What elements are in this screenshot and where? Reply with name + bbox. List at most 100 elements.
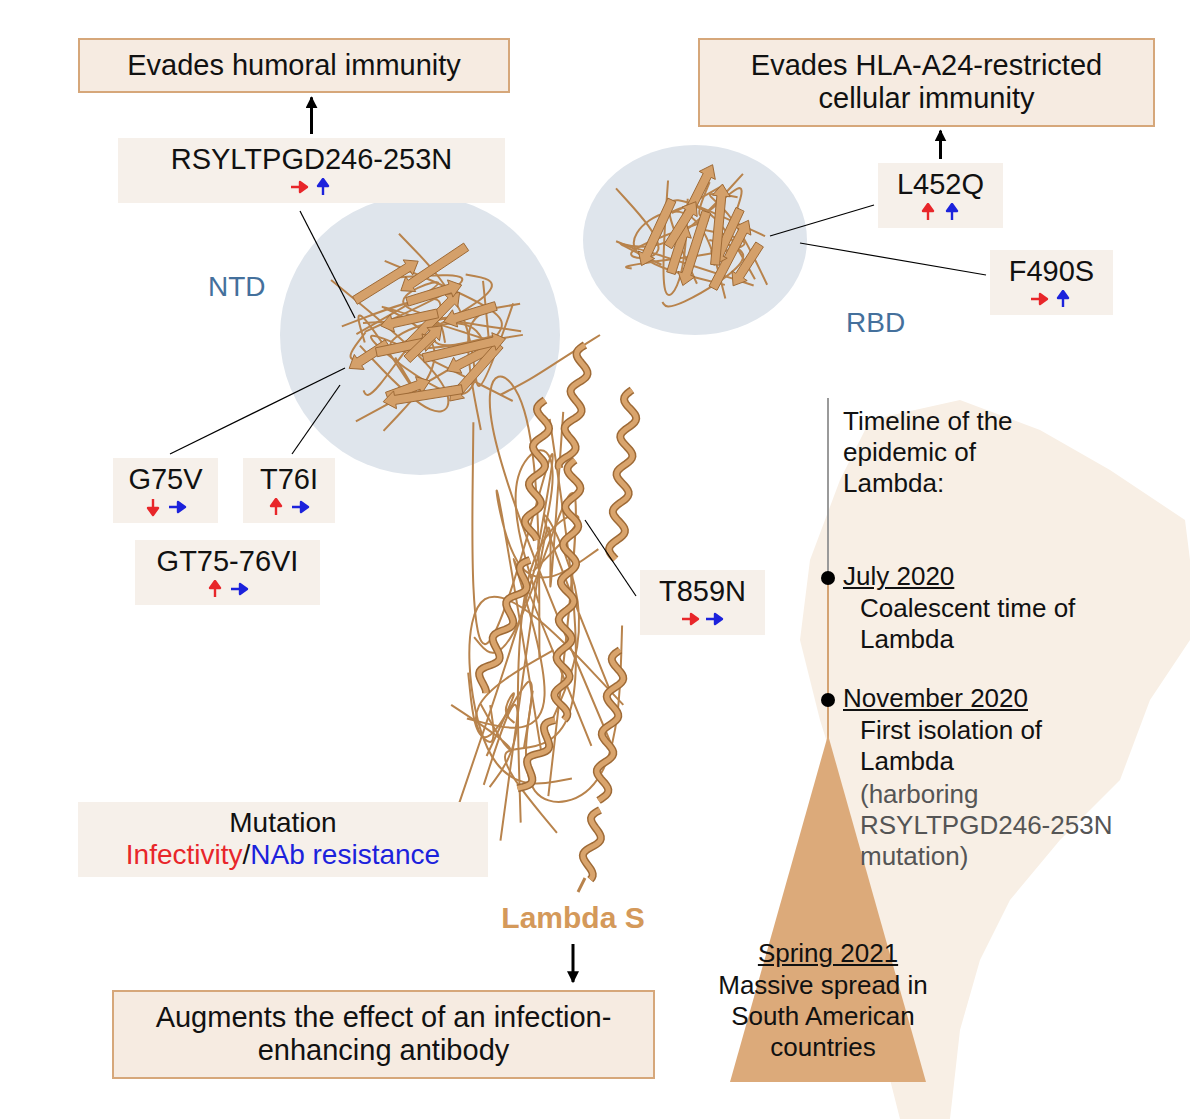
resistance-arrow [1058, 291, 1068, 307]
mutation-name: G75V [123, 463, 208, 496]
protein-loop [468, 673, 532, 749]
mutation-box: G75V [113, 458, 218, 523]
leader-line [170, 368, 345, 454]
alpha-helix [583, 810, 601, 880]
leader-line [770, 205, 874, 236]
infectivity-arrow [271, 499, 281, 515]
protein-loop [451, 704, 510, 749]
mutation-name: F490S [1000, 255, 1103, 288]
alpha-helix [554, 460, 580, 720]
effect-text: Augments the effect of an infection-enha… [130, 1001, 637, 1068]
beta-strand [444, 302, 498, 327]
timeline-event-box: Coalescent time of Lambda [860, 593, 1130, 655]
timeline-event-box: First isolation of Lambda [860, 715, 1090, 777]
beta-strand [664, 202, 697, 249]
infectivity-arrow [210, 581, 220, 597]
protein-label-box: Lambda S [498, 900, 648, 936]
alpha-helix [479, 560, 530, 693]
legend-box: MutationInfectivity/NAb resistance [78, 802, 488, 877]
rbd-region [583, 145, 807, 335]
region-label: RBD [846, 307, 905, 338]
resistance-arrow [318, 179, 328, 195]
trend-arrows [919, 203, 963, 222]
region-label-box: NTD [208, 270, 266, 304]
leader-lines [170, 205, 986, 596]
trend-arrows [267, 498, 311, 517]
alpha-helix [559, 345, 588, 468]
trend-arrows [681, 610, 725, 629]
timeline-dot [821, 571, 835, 585]
timeline-date: Spring 2021 [758, 938, 898, 968]
beta-strand [406, 280, 462, 306]
timeline-event: Massive spread in South American countri… [718, 970, 928, 1062]
legend-row: Infectivity/NAb resistance [88, 839, 478, 871]
mutation-box: RSYLTPGD246-253N [118, 138, 505, 203]
timeline-date: July 2020 [843, 561, 954, 591]
mutation-name: RSYLTPGD246-253N [128, 143, 495, 176]
alpha-helix [583, 810, 601, 880]
beta-strand [383, 385, 463, 409]
alpha-helix [597, 650, 623, 800]
protein-loop [399, 234, 513, 386]
alpha-helix [609, 390, 636, 559]
legend-title: Mutation [88, 807, 478, 839]
infectivity-arrow [291, 182, 307, 192]
timeline-dot [821, 693, 835, 707]
alpha-helix [559, 345, 588, 468]
region-label: NTD [208, 271, 266, 302]
trend-arrows [1030, 290, 1074, 309]
effect-box: Augments the effect of an infection-enha… [112, 990, 655, 1079]
legend-separator: / [243, 839, 251, 870]
effect-box: Evades HLA-A24-restricted cellular immun… [698, 38, 1155, 127]
beta-strand [422, 333, 505, 363]
resistance-arrow [169, 502, 185, 512]
resistance-arrow [706, 614, 722, 624]
alpha-helix [525, 400, 549, 540]
timeline-date-box: July 2020 [843, 561, 954, 592]
beta-strand [638, 198, 676, 266]
timeline-date: November 2020 [843, 683, 1028, 713]
mutation-name: GT75-76VI [145, 545, 310, 578]
legend-swatch: NAb resistance [250, 839, 440, 870]
alpha-helix [525, 400, 549, 540]
effect-text: Evades humoral immunity [96, 49, 492, 82]
beta-strand [711, 184, 731, 265]
timeline-axis [827, 572, 829, 745]
alpha-helix [479, 560, 530, 693]
beta-strand [732, 242, 763, 286]
protein-label: Lambda S [501, 901, 644, 934]
protein-stem [578, 878, 585, 892]
effect-box: Evades humoral immunity [78, 38, 510, 93]
effect-text: Evades HLA-A24-restricted cellular immun… [716, 49, 1137, 116]
alpha-helix [517, 720, 555, 788]
trend-arrows [206, 580, 250, 599]
infectivity-arrow [682, 614, 698, 624]
alpha-helix [597, 650, 623, 800]
beta-strand [381, 309, 439, 332]
mutation-name: T76I [253, 463, 325, 496]
legend-text: Infectivity [126, 839, 243, 870]
timeline-heading: Timeline of the epidemic of Lambda: [843, 406, 1013, 498]
mutation-box: L452Q [878, 163, 1003, 228]
leader-line [300, 211, 355, 318]
timeline-note-box: (harboring RSYLTPGD246-253N mutation) [860, 779, 1145, 873]
connector-arrow [310, 97, 313, 134]
leader-line [292, 385, 340, 454]
timeline-event: Coalescent time of Lambda [860, 593, 1075, 654]
infectivity-arrow [923, 204, 933, 220]
ntd-region [280, 195, 560, 475]
lambda-arrow [572, 944, 575, 982]
infectivity-arrow [148, 499, 158, 515]
infectivity-arrow [1031, 294, 1047, 304]
protein-ribbon [331, 165, 767, 892]
timeline-event: First isolation of Lambda [860, 715, 1042, 776]
mutation-box: F490S [990, 250, 1113, 315]
mutation-name: L452Q [888, 168, 993, 201]
trend-arrows [144, 498, 188, 517]
resistance-arrow [947, 204, 957, 220]
mutation-box: GT75-76VI [135, 540, 320, 605]
region-label-box: RBD [846, 306, 905, 340]
timeline-heading-box: Timeline of the epidemic of Lambda: [843, 406, 1058, 500]
legend-text: NAb resistance [250, 839, 440, 870]
